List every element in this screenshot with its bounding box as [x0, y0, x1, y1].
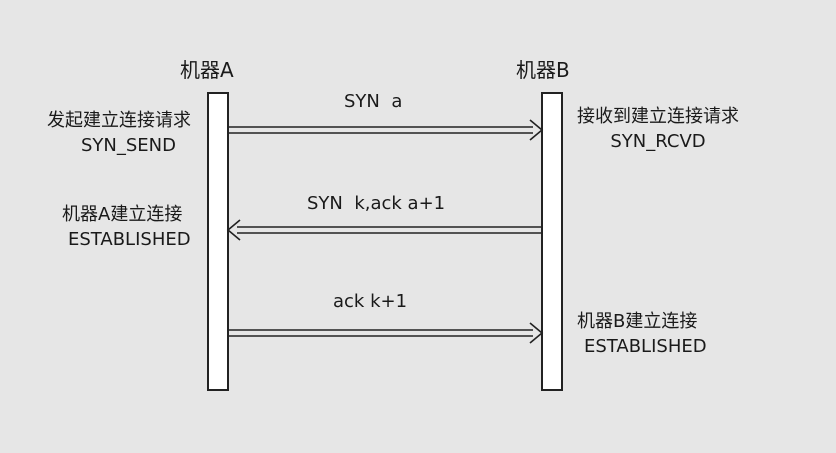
- lifeline-a: [207, 92, 229, 391]
- note-b-recv-line2: SYN_RCVD: [610, 131, 706, 152]
- note-b-established-line2: ESTABLISHED: [584, 336, 707, 357]
- message-syn-label: SYN a: [344, 91, 403, 112]
- note-a-established-line1: 机器A建立连接: [62, 204, 183, 225]
- participant-a-label: 机器A: [180, 58, 234, 82]
- lifeline-b: [541, 92, 563, 391]
- note-a-send-line2: SYN_SEND: [80, 135, 176, 156]
- note-b-recv-line1: 接收到建立连接请求: [577, 106, 739, 127]
- participant-b-label: 机器B: [516, 58, 570, 82]
- arrow-syn-ack: [226, 219, 542, 241]
- message-syn-ack-label: SYN k,ack a+1: [307, 193, 446, 214]
- note-a-send-line1: 发起建立连接请求: [47, 110, 191, 131]
- arrow-syn: [228, 119, 544, 141]
- message-ack-label: ack k+1: [333, 291, 408, 312]
- note-b-established-line1: 机器B建立连接: [577, 311, 698, 332]
- arrow-ack: [228, 322, 544, 344]
- note-a-established-line2: ESTABLISHED: [68, 229, 191, 250]
